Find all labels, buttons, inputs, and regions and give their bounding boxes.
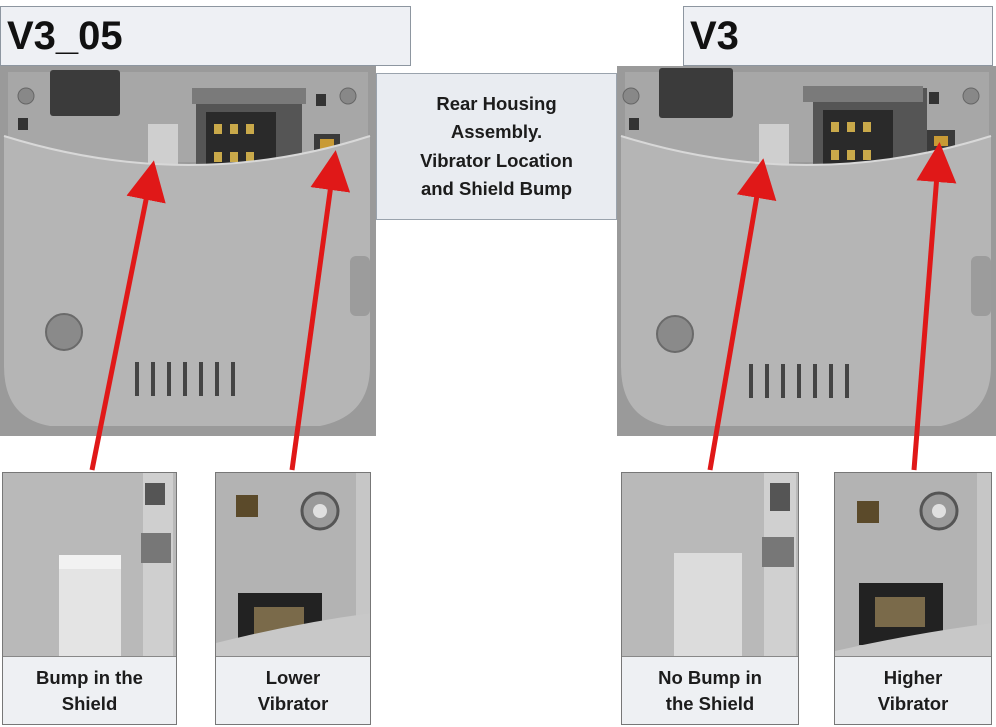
inset-higher-vibrator-photo	[835, 473, 991, 663]
caption-line-1: Lower	[265, 666, 321, 688]
inset-lower-vibrator: Lower Vibrator	[215, 472, 371, 725]
left-title: V3_05	[0, 6, 411, 66]
description-line-1: Rear Housing	[436, 92, 557, 114]
caption-line-1: No Bump in	[658, 666, 762, 688]
inset-no-bump-photo	[622, 473, 798, 663]
caption-line-2: Vibrator	[877, 692, 949, 714]
inset-bump-photo	[3, 473, 176, 663]
description-line-3: Vibrator Location	[420, 149, 573, 171]
inset-lower-vibrator-photo	[216, 473, 370, 663]
caption-line-2: Shield	[61, 692, 118, 714]
inset-no-bump-in-shield: No Bump in the Shield	[621, 472, 799, 725]
caption-line-1: Higher	[883, 666, 943, 688]
description-line-4: and Shield Bump	[420, 178, 573, 199]
description-line-2: Assembly.	[450, 121, 543, 142]
description-box: Rear Housing Assembly. Vibrator Location…	[376, 73, 617, 220]
caption-lower-vibrator: Lower Vibrator	[216, 656, 370, 724]
right-title: V3	[683, 6, 993, 66]
left-housing-photo	[0, 66, 376, 436]
inset-higher-vibrator: Higher Vibrator	[834, 472, 992, 725]
caption-higher-vibrator: Higher Vibrator	[835, 656, 991, 724]
caption-no-bump-in-shield: No Bump in the Shield	[622, 656, 798, 724]
caption-bump-in-shield: Bump in the Shield	[3, 656, 176, 724]
caption-line-2: the Shield	[665, 692, 755, 714]
caption-line-1: Bump in the	[36, 666, 143, 688]
caption-line-2: Vibrator	[257, 692, 329, 714]
inset-bump-in-shield: Bump in the Shield	[2, 472, 177, 725]
right-housing-photo	[617, 66, 996, 436]
